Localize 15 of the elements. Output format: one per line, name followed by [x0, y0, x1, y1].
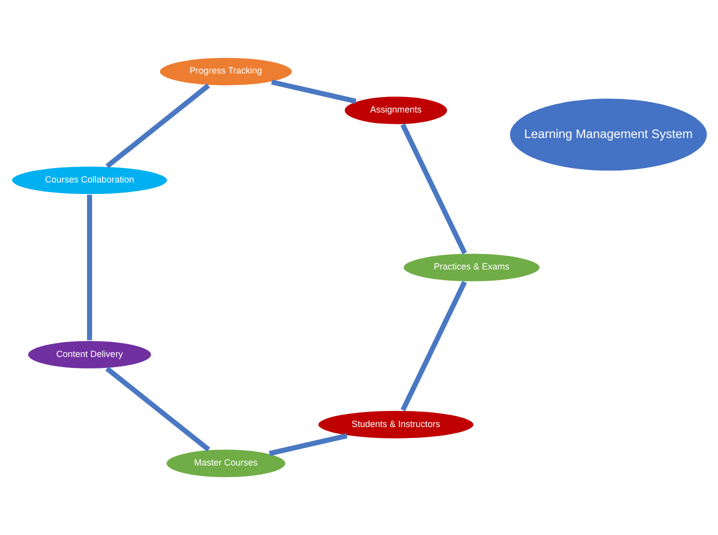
node-ellipse: Progress Tracking — [158, 56, 292, 86]
node-ellipse: Practices & Exams — [402, 252, 540, 282]
node-ellipse: Students & Instructors — [316, 410, 474, 440]
connector — [86, 194, 92, 340]
node-ellipse: Assignments — [343, 96, 448, 126]
node-ellipse: Courses Collaboration — [10, 165, 168, 196]
node-ellipse: Master Courses — [164, 448, 286, 478]
connector — [105, 84, 210, 168]
node-ellipse: Learning Management System — [508, 97, 708, 172]
connector — [270, 80, 356, 104]
connector — [400, 280, 466, 412]
connector — [268, 433, 348, 456]
connector — [104, 366, 210, 452]
connector — [400, 124, 466, 254]
node-ellipse: Content Delivery — [26, 340, 152, 370]
